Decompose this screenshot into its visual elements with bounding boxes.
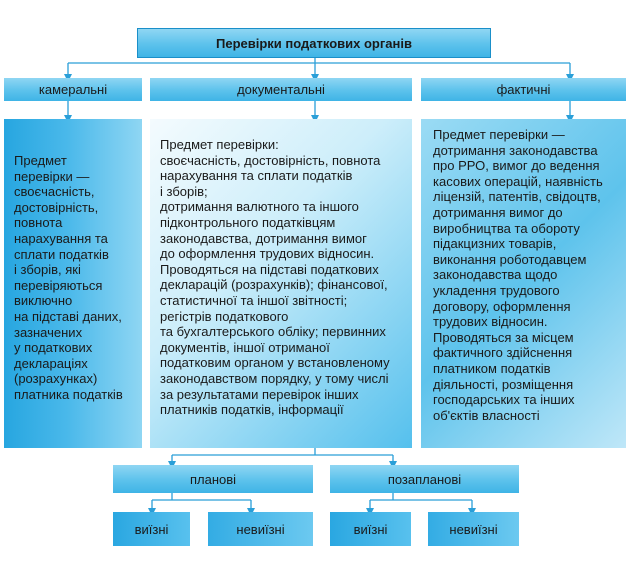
diagram-title: Перевірки податкових органів xyxy=(137,28,491,58)
panel-kameral-text: Предмет перевірки — своєчасність, достов… xyxy=(14,153,123,402)
leaf-planned-onsite-label: виїзні xyxy=(134,521,169,537)
panel-document: Предмет перевірки: своєчасність, достові… xyxy=(150,119,412,448)
category-fact-label: фактичні xyxy=(496,82,551,97)
category-kameral: камеральні xyxy=(4,78,142,101)
leaf-unplanned-offsite: невиїзні xyxy=(428,512,519,546)
leaf-planned-offsite-label: невиїзні xyxy=(236,521,285,537)
leaf-unplanned-offsite-label: невиїзні xyxy=(449,521,498,537)
type-unplanned-label: позапланові xyxy=(387,471,462,487)
diagram-title-text: Перевірки податкових органів xyxy=(216,35,412,51)
leaf-unplanned-onsite: виїзні xyxy=(330,512,411,546)
leaf-planned-onsite: виїзні xyxy=(113,512,190,546)
category-document-label: документальні xyxy=(237,82,325,97)
type-planned-label: планові xyxy=(189,471,237,487)
type-unplanned: позапланові xyxy=(330,465,519,493)
type-planned: планові xyxy=(113,465,313,493)
category-fact: фактичні xyxy=(421,78,626,101)
leaf-unplanned-onsite-label: виїзні xyxy=(353,521,388,537)
leaf-planned-offsite: невиїзні xyxy=(208,512,313,546)
panel-fact: Предмет перевірки — дотримання законодав… xyxy=(421,119,626,448)
panel-kameral: Предмет перевірки — своєчасність, достов… xyxy=(4,119,142,448)
panel-document-text: Предмет перевірки: своєчасність, достові… xyxy=(160,137,390,418)
category-kameral-label: камеральні xyxy=(38,82,108,97)
category-document: документальні xyxy=(150,78,412,101)
panel-fact-text: Предмет перевірки — дотримання законодав… xyxy=(433,127,603,423)
